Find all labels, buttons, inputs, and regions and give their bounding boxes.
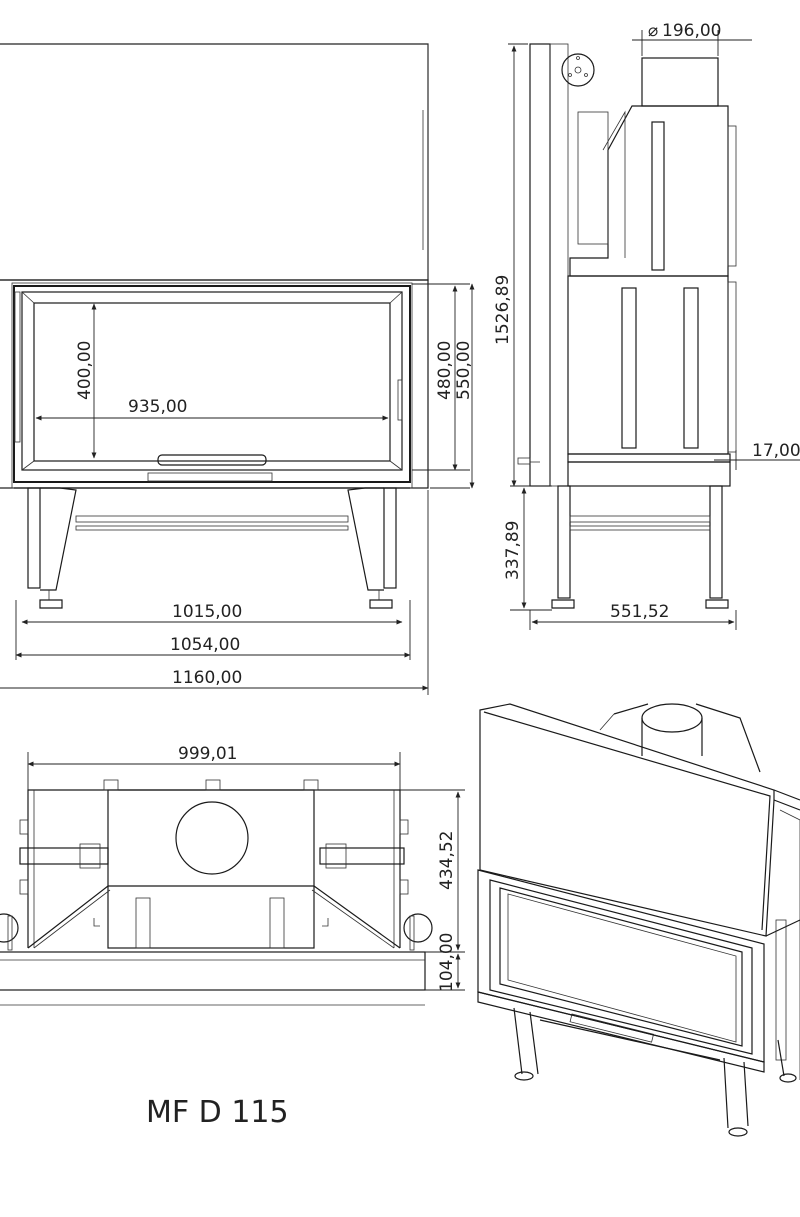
front-view xyxy=(0,43,429,609)
dim-flue-diameter-symbol: ⌀ xyxy=(648,21,658,41)
dim-width-inner: 1015,00 xyxy=(172,602,242,622)
dim-top-depth: 434,52 xyxy=(437,831,457,890)
front-handle xyxy=(157,454,267,466)
dim-leg-height: 337,89 xyxy=(503,521,523,580)
front-hood xyxy=(0,43,429,281)
iso-view xyxy=(477,703,800,1137)
iso-glass xyxy=(499,887,743,1047)
side-dimensions: ⌀ 196,00 1526,89 337,89 551,52 17,00 xyxy=(493,21,800,630)
side-front-panel xyxy=(529,43,551,487)
model-label: MF D 115 xyxy=(146,1095,289,1130)
dim-opening-height: 550,00 xyxy=(454,341,474,400)
dim-width-mid: 1054,00 xyxy=(170,635,240,655)
side-legs xyxy=(551,485,729,609)
top-view xyxy=(0,779,433,1006)
dim-width-total: 1160,00 xyxy=(172,668,242,688)
dim-top-frame: 104,00 xyxy=(437,933,457,992)
iso-body xyxy=(477,869,765,1063)
top-flue-circle xyxy=(175,801,249,875)
dim-glass-height: 400,00 xyxy=(75,341,95,400)
dim-top-width: 999,01 xyxy=(178,744,237,764)
side-flue-pipe xyxy=(641,57,719,107)
top-body xyxy=(107,789,315,949)
side-view xyxy=(517,43,737,609)
top-dimensions: 999,01 434,52 104,00 xyxy=(27,744,465,992)
front-glass xyxy=(33,302,391,462)
dim-total-height: 1526,89 xyxy=(493,275,513,345)
front-door xyxy=(13,285,411,483)
dim-depth: 551,52 xyxy=(610,602,669,622)
front-legs xyxy=(27,487,397,609)
side-flue-disc xyxy=(561,53,595,87)
front-body xyxy=(0,279,429,489)
top-frame xyxy=(0,951,426,991)
side-body xyxy=(567,275,729,455)
dim-flue-diameter: 196,00 xyxy=(662,21,721,41)
iso-hood xyxy=(479,703,775,937)
dim-frame-offset: 17,00 xyxy=(752,441,800,461)
dim-door-height: 480,00 xyxy=(435,341,455,400)
front-dimensions: 400,00 935,00 480,00 550,00 1015,00 1054… xyxy=(0,283,475,695)
dim-glass-width: 935,00 xyxy=(128,397,187,417)
